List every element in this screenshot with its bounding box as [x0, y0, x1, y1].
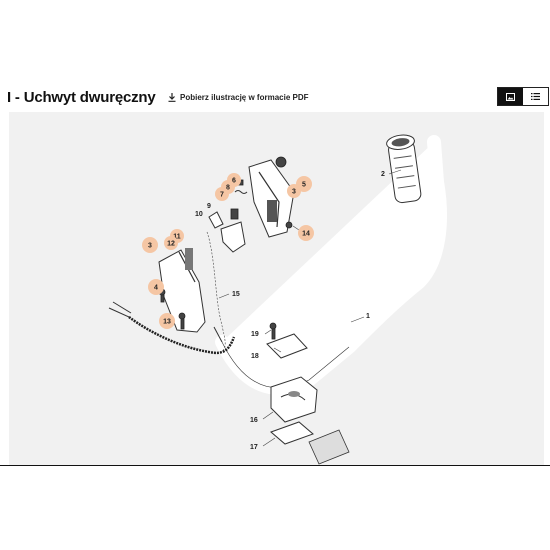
download-pdf-link[interactable]: Pobierz ilustrację w formacie PDF — [168, 93, 308, 102]
clamp-plate-18 — [266, 333, 308, 359]
image-icon — [506, 92, 515, 101]
label-2: 2 — [381, 171, 385, 178]
svg-text:12: 12 — [167, 241, 175, 248]
grip-part — [386, 134, 422, 204]
bracket-16 — [270, 376, 318, 423]
callout-3-right: 3 — [287, 184, 301, 198]
callout-14: 14 — [298, 225, 314, 241]
callout-12: 12 — [164, 236, 178, 250]
view-toggle — [497, 87, 549, 106]
label-19: 19 — [251, 331, 259, 338]
svg-text:11: 11 — [173, 234, 181, 241]
svg-text:7: 7 — [220, 192, 224, 199]
callout-7: 7 — [215, 187, 229, 201]
list-icon — [531, 93, 540, 100]
label-1: 1 — [366, 313, 370, 320]
svg-text:3: 3 — [148, 243, 152, 250]
divider — [0, 465, 550, 466]
callout-3-left: 3 — [142, 237, 158, 253]
svg-text:6: 6 — [232, 178, 236, 185]
svg-text:3: 3 — [292, 189, 296, 196]
svg-text:14: 14 — [302, 231, 310, 238]
callout-4: 4 — [148, 279, 164, 295]
page-title: I - Uchwyt dwuręczny — [7, 89, 156, 106]
screw-19 — [269, 322, 277, 340]
label-9: 9 — [207, 203, 211, 210]
label-10: 10 — [195, 211, 203, 218]
svg-text:8: 8 — [226, 185, 230, 192]
svg-text:5: 5 — [302, 182, 306, 189]
shaft — [308, 429, 350, 465]
screw-13 — [178, 312, 186, 330]
svg-text:4: 4 — [154, 285, 158, 292]
label-16: 16 — [250, 417, 258, 424]
svg-text:13: 13 — [163, 319, 171, 326]
page-header: I - Uchwyt dwuręczny Pobierz ilustrację … — [0, 86, 550, 110]
download-pdf-label: Pobierz ilustrację w formacie PDF — [180, 93, 309, 102]
screw-14 — [285, 221, 293, 229]
parts-illustration: 5 3 6 8 7 14 11 12 3 4 13 1 2 9 10 15 16… — [108, 134, 447, 465]
download-icon — [168, 93, 176, 102]
plate-17 — [270, 421, 314, 445]
housing-right — [248, 156, 295, 238]
label-15: 15 — [232, 291, 240, 298]
list-view-button[interactable] — [523, 88, 548, 105]
small-parts — [208, 179, 248, 253]
housing-left — [158, 248, 206, 333]
label-17: 17 — [250, 444, 258, 451]
label-18: 18 — [251, 353, 259, 360]
callout-13: 13 — [159, 313, 175, 329]
image-view-button[interactable] — [498, 88, 523, 105]
exploded-parts-diagram: 5 3 6 8 7 14 11 12 3 4 13 1 2 9 10 15 16… — [9, 112, 544, 465]
